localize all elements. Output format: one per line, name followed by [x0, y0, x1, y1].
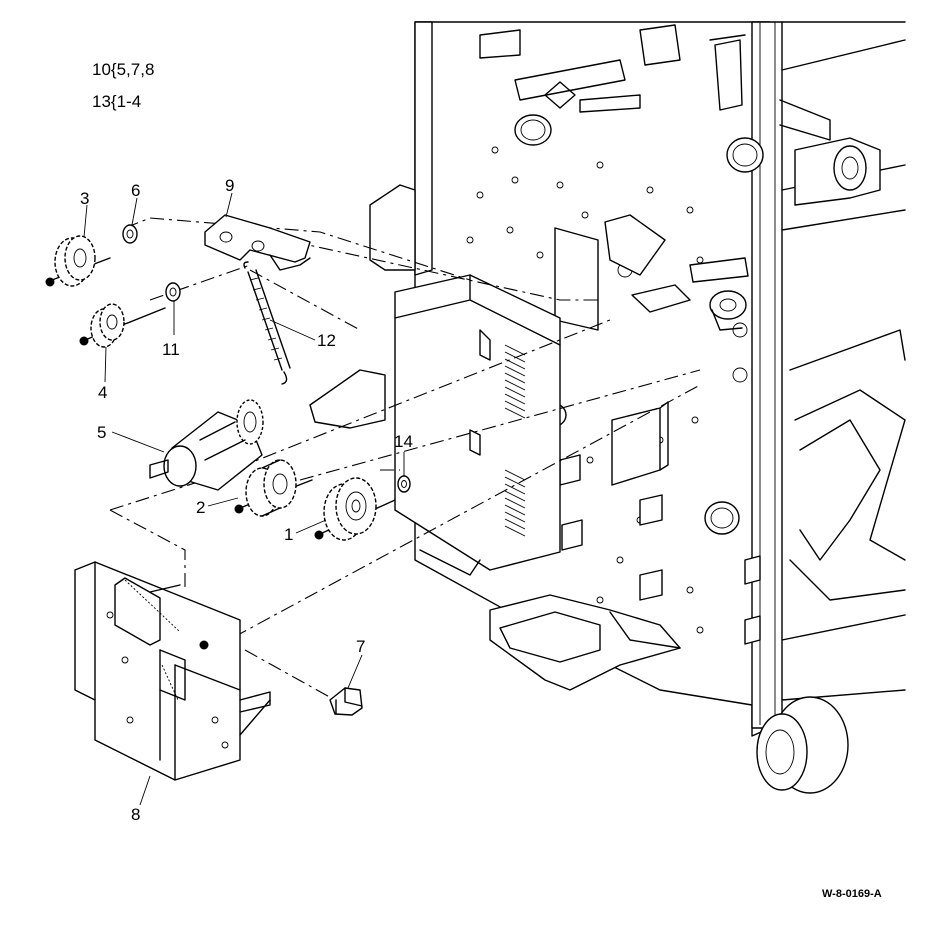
legend-line-2: 13{1-4: [92, 92, 142, 111]
washer-6: [122, 224, 138, 244]
washer-11: [165, 282, 181, 302]
callout-9: 9: [225, 176, 234, 195]
sensor-7: [329, 687, 363, 716]
callout-14: 14: [394, 432, 413, 451]
callout-7: 7: [356, 637, 365, 656]
frame-bracket-8: [74, 561, 271, 781]
gear-4: [79, 303, 166, 348]
callout-3: 3: [80, 189, 89, 208]
callout-1: 1: [284, 525, 293, 544]
drive-housing: [394, 274, 561, 576]
bracket-9: [204, 214, 311, 271]
callout-12: 12: [317, 331, 336, 350]
motor-5: [149, 399, 264, 491]
callout-4: 4: [98, 383, 107, 402]
drawing-id: W-8-0169-A: [822, 888, 882, 900]
leader-lines: [83, 192, 405, 806]
callout-6: 6: [131, 181, 140, 200]
spring-12: [243, 261, 291, 385]
callout-11: 11: [162, 340, 180, 359]
gear-1: [314, 477, 396, 541]
gear-3: [45, 235, 111, 287]
legend-line-1: 10{5,7,8: [92, 60, 155, 79]
gear-2: [234, 459, 313, 517]
washer-14: [397, 475, 411, 493]
callout-8: 8: [131, 805, 140, 824]
callout-2: 2: [196, 498, 205, 517]
callout-5: 5: [97, 423, 106, 442]
